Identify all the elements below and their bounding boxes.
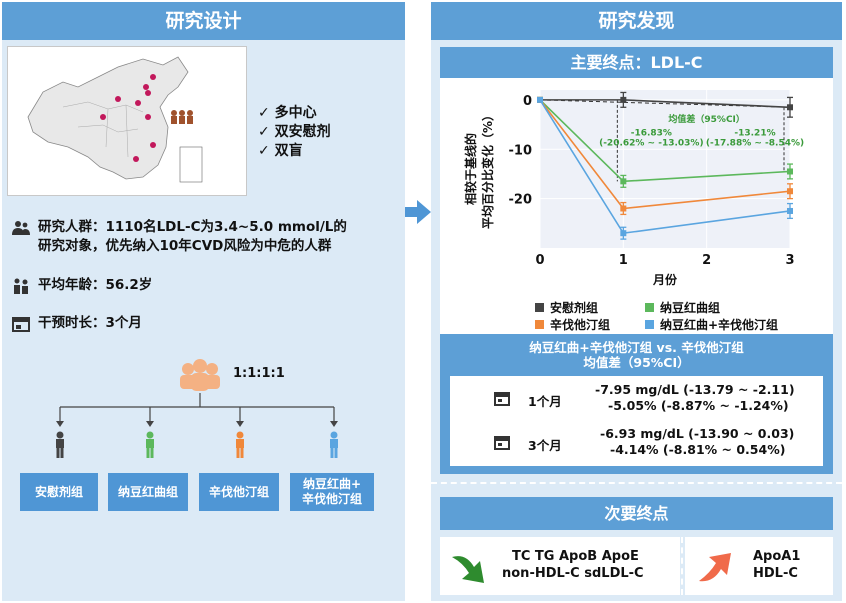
placebo-person-icon	[56, 431, 64, 458]
primary-endpoint-title: 主要终点：LDL-C	[440, 47, 833, 78]
secondary-increased-box: ApoA1 HDL-C	[685, 537, 833, 595]
increased-marker-apoa1: ApoA1	[753, 549, 801, 564]
feature-double-blind: ✓ 双盲	[258, 143, 303, 159]
legend-natto-swatch	[645, 303, 654, 312]
participants-icon	[180, 359, 220, 391]
arm-placebo-label: 安慰剂组	[34, 484, 83, 499]
calendar-icon	[494, 436, 510, 450]
legend-simvastatin-swatch	[535, 320, 544, 329]
china-map	[7, 46, 247, 196]
data-point	[787, 188, 793, 195]
diff-title-line2: 均值差（95%CI）	[583, 355, 690, 370]
diff-row-1month: 1个月 -7.95 mg/dL (-13.79 ~ -2.11) -5.05% …	[450, 378, 823, 420]
x-tick-label: 2	[702, 253, 711, 268]
annotation-value: -13.21%	[734, 128, 775, 138]
arm-placebo: 安慰剂组	[20, 473, 98, 511]
diff-title-line1: 纳豆红曲+辛伐他汀组 vs. 辛伐他汀组	[529, 340, 744, 355]
china-map-graphic	[27, 56, 203, 183]
feature-multicenter: ✓ 多中心	[258, 105, 317, 121]
natto-person-icon	[146, 431, 154, 458]
arm-natto: 纳豆红曲组	[108, 473, 188, 511]
diff-3months-mgdl: -6.93 mg/dL (-13.90 ~ 0.03)	[600, 426, 795, 441]
ldl-chart-box: 0 -10 -20 0 1 2 3 月份 相较于基线的平均百分比变化（%） 均值差（95%CI） -…	[440, 78, 833, 334]
legend-combo-label: 纳豆红曲+辛伐他汀组	[660, 318, 779, 332]
study-design-title: 研究设计	[2, 2, 405, 40]
diff-3months-percent: -4.14% (-8.81% ~ 0.54%)	[610, 442, 786, 457]
secondary-divider	[681, 537, 683, 595]
ldl-line-chart: 0 -10 -20 0 1 2 3 月份 相较于基线的平均百分比变化（%） 均值差（95%CI） -…	[463, 90, 804, 287]
legend-natto-label: 纳豆红曲组	[660, 301, 721, 315]
secondary-decreased-box: TC TG ApoB ApoE non-HDL-C sdLDL-C	[440, 537, 680, 595]
legend-natto: 纳豆红曲组	[645, 299, 720, 316]
age-row: 平均年龄：56.2岁	[12, 276, 152, 295]
legend-combo: 纳豆红曲+辛伐他汀组	[645, 316, 778, 333]
mean-difference-box: 纳豆红曲+辛伐他汀组 vs. 辛伐他汀组 均值差（95%CI） 1个月 -7.9…	[440, 334, 833, 474]
arm-simvastatin-label: 辛伐他汀组	[208, 484, 269, 499]
x-tick-label: 1	[619, 253, 628, 268]
legend-simvastatin: 辛伐他汀组	[535, 316, 610, 333]
flow-arrow-icon	[405, 200, 431, 224]
annotation-value: -16.83%	[631, 128, 672, 138]
intervention-duration: 干预时长：3个月	[38, 315, 142, 331]
y-tick-label: -20	[509, 193, 533, 208]
x-tick-label: 0	[535, 253, 544, 268]
plot-area	[540, 90, 790, 248]
combo-person-icon	[330, 431, 338, 458]
legend-placebo: 安慰剂组	[535, 299, 598, 316]
arm-combo-label: 纳豆红曲+ 辛伐他汀组	[301, 477, 362, 506]
simvastatin-person-icon	[236, 431, 244, 458]
legend-placebo-label: 安慰剂组	[550, 301, 599, 315]
annotation-title: 均值差（95%CI）	[668, 113, 745, 125]
data-point	[620, 96, 627, 103]
calendar-icon	[494, 392, 510, 406]
diff-label-3months: 3个月	[528, 438, 562, 453]
legend-simvastatin-label: 辛伐他汀组	[550, 318, 611, 332]
diff-1month-mgdl: -7.95 mg/dL (-13.79 ~ -2.11)	[595, 382, 795, 397]
feature-double-placebo: ✓ 双安慰剂	[258, 124, 331, 140]
decreased-markers-line2: non-HDL-C sdLDL-C	[502, 566, 644, 581]
data-point	[620, 230, 627, 237]
randomization-tree	[56, 359, 338, 458]
mean-difference-table: 1个月 -7.95 mg/dL (-13.79 ~ -2.11) -5.05% …	[450, 376, 823, 466]
down-arrow-icon	[452, 556, 484, 583]
decreased-markers-line1: TC TG ApoB ApoE	[512, 549, 639, 564]
population-line2: 研究对象，优先纳入10年CVD风险为中危的人群	[38, 238, 332, 254]
arm-combo: 纳豆红曲+ 辛伐他汀组	[290, 473, 374, 511]
elderly-icon	[14, 278, 28, 294]
increased-marker-hdlc: HDL-C	[753, 566, 798, 581]
up-arrow-icon	[699, 553, 731, 582]
diff-1month-percent: -5.05% (-8.87% ~ -1.24%)	[608, 398, 789, 413]
population-line1: 研究人群：1110名LDL-C为3.4~5.0 mmol/L的	[38, 219, 347, 235]
data-point	[620, 178, 627, 185]
design-features: ✓ 多中心 ✓ 双安慰剂 ✓ 双盲	[258, 104, 331, 161]
findings-title: 研究发现	[431, 2, 842, 40]
data-point	[787, 104, 793, 111]
duration-row: 干预时长：3个月	[12, 314, 142, 333]
y-tick-label: -10	[509, 143, 533, 158]
y-axis-label-line1: 相较于基线的	[463, 133, 478, 205]
x-axis-label: 月份	[652, 272, 678, 287]
population-row: 研究人群：1110名LDL-C为3.4~5.0 mmol/L的 研究对象，优先纳…	[12, 218, 347, 256]
arm-natto-label: 纳豆红曲组	[117, 484, 178, 499]
mean-age: 平均年龄：56.2岁	[38, 277, 153, 293]
secondary-endpoint-title: 次要终点	[440, 497, 833, 530]
x-tick-label: 3	[785, 253, 794, 268]
y-tick-label: 0	[523, 94, 532, 109]
legend-placebo-swatch	[535, 303, 544, 312]
arm-simvastatin: 辛伐他汀组	[199, 473, 279, 511]
y-axis-label-line2: 平均百分比变化（%）	[480, 109, 495, 229]
data-point	[537, 96, 543, 103]
people-icon	[12, 221, 30, 235]
legend-combo-swatch	[645, 320, 654, 329]
data-point	[787, 168, 793, 175]
calendar-icon	[12, 317, 30, 332]
annotation-ci: (-20.62% ~ -13.03%)	[599, 138, 703, 148]
annotation-ci: (-17.88% ~ -8.54%)	[706, 138, 804, 148]
diff-label-1month: 1个月	[528, 394, 562, 409]
section-divider	[431, 482, 842, 484]
diff-row-3months: 3个月 -6.93 mg/dL (-13.90 ~ 0.03) -4.14% (…	[450, 422, 823, 464]
data-point	[787, 207, 793, 214]
allocation-ratio: 1:1:1:1	[233, 366, 285, 381]
data-point	[620, 205, 627, 212]
